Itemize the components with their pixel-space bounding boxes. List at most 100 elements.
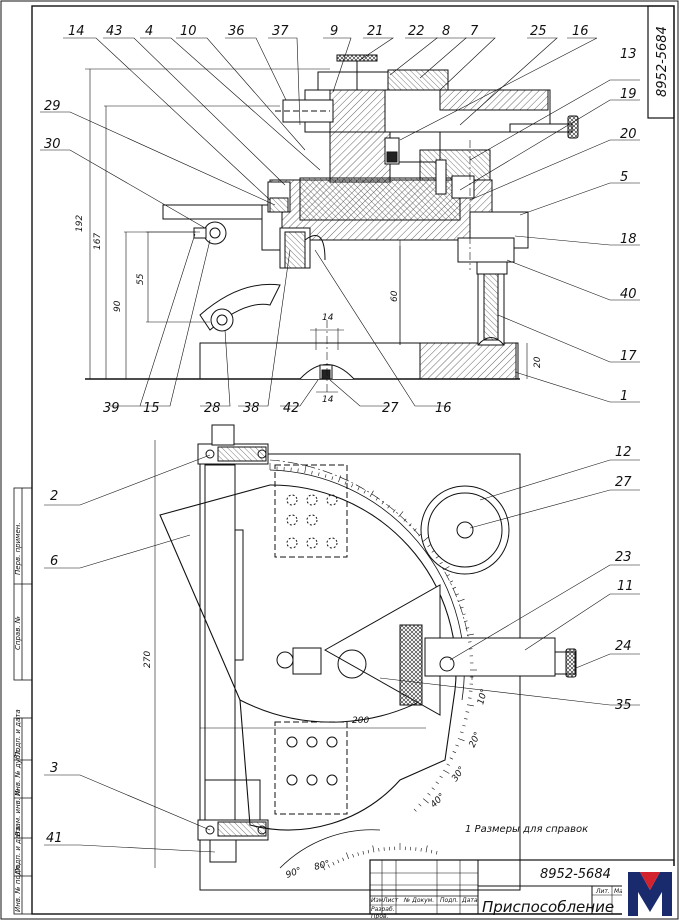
callouts-plan: 2 6 3 41 12 27 23 11 24 35 <box>46 445 634 846</box>
scale-tick <box>466 704 474 707</box>
dim-14-top: 14 <box>322 313 334 323</box>
scale-tick <box>468 641 472 643</box>
angle-80: 80° <box>313 859 331 873</box>
scale-tick <box>425 845 428 853</box>
dim-90: 90 <box>113 300 123 312</box>
scale-tick <box>455 744 459 747</box>
scale-tick <box>387 505 390 509</box>
scale-tick <box>446 574 450 577</box>
scale-tick <box>352 853 354 858</box>
plan-view <box>154 424 577 891</box>
dim-270: 270 <box>143 651 153 668</box>
side-inv-podl: Инв. № подл. <box>14 864 22 912</box>
scale-tick <box>457 598 465 602</box>
scale-tick <box>332 861 335 866</box>
scale-tick <box>420 847 422 852</box>
scale-tick <box>443 769 450 774</box>
scale-tick <box>337 859 340 864</box>
callout-39: 39 <box>103 401 120 416</box>
scale-tick <box>465 627 470 629</box>
scale-tick <box>413 808 417 812</box>
callout-28: 28 <box>204 401 221 416</box>
scale-tick <box>418 533 422 537</box>
scale-tick <box>324 474 327 478</box>
scale-tick <box>460 731 464 734</box>
corner-drawing-code: 8952-5684 <box>655 26 670 97</box>
dim-20: 20 <box>533 356 543 368</box>
callout-25: 25 <box>530 24 547 39</box>
tb-podp: Подп. <box>440 897 458 904</box>
scale-tick <box>392 509 396 513</box>
side-podp-data-2: Подп. и дата <box>14 826 22 874</box>
scale-tick <box>452 751 457 754</box>
callout-22: 22 <box>408 24 425 39</box>
scale-tick <box>403 518 407 522</box>
tb-list: Лист <box>382 897 399 904</box>
callout-38: 38 <box>243 401 260 416</box>
scale-tick <box>363 490 366 494</box>
dim-60: 60 <box>390 290 400 302</box>
scale-tick <box>449 580 454 583</box>
callout-12: 12 <box>615 445 632 460</box>
side-vzam-inv: Взам. инв. № <box>14 788 22 836</box>
scale-tick <box>452 586 457 589</box>
scale-tick <box>436 851 438 855</box>
scale-tick <box>311 470 313 475</box>
callout-10: 10 <box>180 24 197 39</box>
tb-razrab: Разраб. <box>371 906 395 913</box>
callout-14: 14 <box>68 24 85 39</box>
scale-tick <box>398 511 404 517</box>
callout-11: 11 <box>617 579 634 594</box>
callout-8: 8 <box>442 24 450 39</box>
scale-tick <box>413 528 417 532</box>
tb-prov: Пров. <box>371 913 389 920</box>
callout-5: 5 <box>620 170 628 185</box>
scale-tick <box>435 781 439 785</box>
dim-192: 192 <box>75 215 85 232</box>
scale-tick <box>344 481 347 485</box>
scale-tick <box>369 490 374 497</box>
tb-data: Дата <box>461 897 478 904</box>
scale-tick <box>367 849 370 854</box>
scale-tick <box>378 847 380 852</box>
scale-tick <box>439 561 443 565</box>
scale-tick <box>443 566 450 571</box>
callout-41: 41 <box>46 831 63 846</box>
scale-tick <box>435 555 439 559</box>
front-dimensions <box>85 68 528 393</box>
leader-lines <box>40 37 640 407</box>
scale-tick <box>381 501 385 505</box>
scale-tick <box>449 757 454 760</box>
scale-tick <box>431 550 435 553</box>
scale-tick <box>462 613 466 616</box>
side-inv-dubl: Инв. № дубл. <box>14 748 22 796</box>
callout-30: 30 <box>44 137 61 152</box>
callout-16-top: 16 <box>572 24 589 39</box>
scale-tick <box>297 468 299 472</box>
side-perv-primen: Перв. примен. <box>14 522 22 575</box>
callout-23: 23 <box>615 550 632 565</box>
scale-tick <box>464 620 468 622</box>
scale-tick <box>346 852 349 860</box>
callout-27-front: 27 <box>382 401 399 416</box>
title-block-title: Приспособление <box>482 898 614 916</box>
scale-tick <box>457 738 465 742</box>
dim-55: 55 <box>136 273 146 285</box>
callout-18: 18 <box>620 232 637 247</box>
scale-tick <box>375 497 379 501</box>
callout-37: 37 <box>272 24 289 39</box>
callout-4: 4 <box>145 24 153 39</box>
scale-tick <box>465 711 470 713</box>
callout-13: 13 <box>620 47 637 62</box>
protractor-scale <box>269 463 477 812</box>
scale-tick <box>408 523 412 527</box>
callout-7: 7 <box>470 24 479 39</box>
scale-tick <box>468 697 472 699</box>
callout-20: 20 <box>620 127 637 142</box>
dim-200: 200 <box>352 716 369 726</box>
scale-tick <box>418 803 422 807</box>
scale-tick <box>431 787 435 790</box>
scale-tick <box>321 863 326 871</box>
callout-2: 2 <box>50 489 58 504</box>
callout-40: 40 <box>620 287 637 302</box>
